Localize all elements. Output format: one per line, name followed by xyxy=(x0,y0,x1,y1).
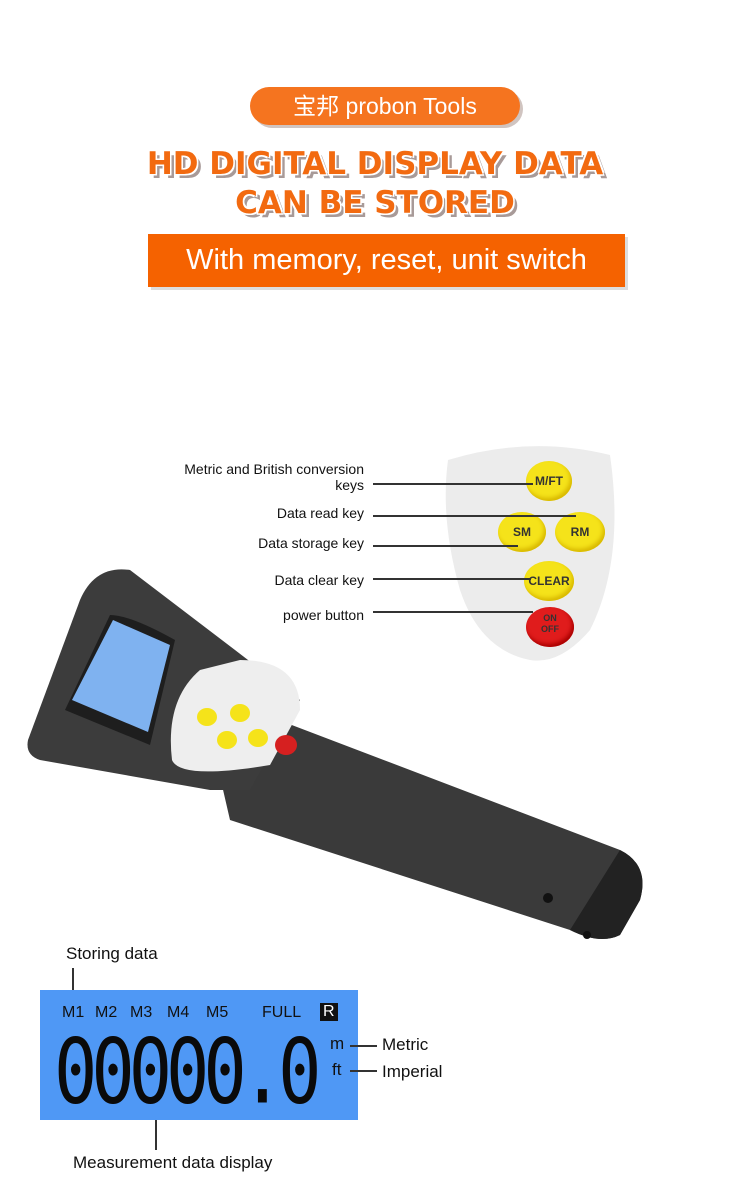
keypad-closeup xyxy=(445,446,615,661)
lcd-display: M1 M2 M3 M4 M5 FULL R 00000.0 m ft xyxy=(40,990,358,1120)
callout-rm: Data read key xyxy=(276,505,364,521)
memory-m5: M5 xyxy=(206,1004,229,1021)
r-indicator: R xyxy=(320,1003,338,1021)
callout-line xyxy=(155,1120,157,1150)
callout-mft: Metric and British conversion keys xyxy=(184,461,364,493)
on-label: ON xyxy=(543,613,557,623)
callout-sm: Data storage key xyxy=(258,535,364,551)
unit-ft: ft xyxy=(332,1060,342,1079)
headline-line-2: CAN BE STORED xyxy=(235,185,515,221)
measuring-device-illustration xyxy=(27,569,643,939)
callout-line xyxy=(72,968,74,1002)
feature-banner: With memory, reset, unit switch xyxy=(148,234,625,287)
callout-line xyxy=(373,578,531,580)
callout-line xyxy=(373,483,533,485)
rm-key[interactable]: RM xyxy=(555,512,605,552)
callout-line xyxy=(373,515,576,517)
memory-m2: M2 xyxy=(95,1004,118,1021)
memory-m4: M4 xyxy=(167,1004,190,1021)
measurement-value: 00000.0 xyxy=(54,1018,321,1124)
mft-key[interactable]: M/FT xyxy=(526,461,572,501)
clear-key[interactable]: CLEAR xyxy=(524,561,574,601)
imperial-label: Imperial xyxy=(382,1062,443,1081)
measurement-display-label: Measurement data display xyxy=(73,1153,273,1172)
headline-line-1: HD DIGITAL DISPLAY DATA xyxy=(146,146,604,182)
brand-pill: 宝邦 probon Tools xyxy=(250,87,520,125)
storing-data-label: Storing data xyxy=(66,944,158,963)
power-button[interactable]: ON OFF xyxy=(526,607,574,647)
callout-power: power button xyxy=(283,607,364,623)
callout-clear: Data clear key xyxy=(274,572,364,588)
callout-line xyxy=(350,1045,377,1047)
memory-m1: M1 xyxy=(62,1004,85,1021)
callout-line xyxy=(350,1070,377,1072)
memory-m3: M3 xyxy=(130,1004,153,1021)
callout-line xyxy=(373,545,518,547)
off-label: OFF xyxy=(541,624,559,634)
callout-line xyxy=(373,611,533,613)
full-indicator: FULL xyxy=(262,1004,302,1021)
unit-m: m xyxy=(330,1034,345,1053)
metric-label: Metric xyxy=(382,1035,429,1054)
